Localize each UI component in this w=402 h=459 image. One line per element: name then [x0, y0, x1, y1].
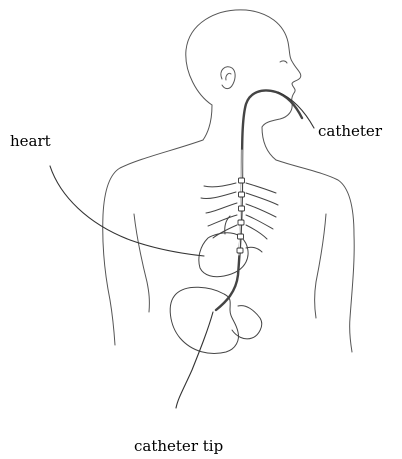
rib — [201, 192, 236, 199]
rib — [246, 193, 278, 205]
head-outline — [186, 10, 301, 127]
duodenum — [232, 306, 262, 339]
electrode — [239, 178, 245, 183]
left-shoulder — [103, 140, 203, 345]
electrode — [238, 220, 244, 225]
body-outline — [103, 10, 354, 352]
catheter-tube — [216, 91, 302, 311]
electrode — [238, 234, 244, 239]
catheter-line — [216, 91, 302, 311]
catheter-tip-leader-line — [176, 312, 213, 408]
ear — [221, 67, 235, 89]
electrode — [237, 248, 243, 253]
stomach-organ — [170, 287, 261, 353]
electrode — [239, 206, 245, 211]
catheter-label: catheter — [318, 122, 383, 140]
heart-label: heart — [10, 132, 51, 150]
rib — [208, 215, 237, 226]
rib — [204, 183, 236, 187]
jaw-line — [203, 105, 212, 140]
rib — [246, 183, 276, 193]
neck-front — [262, 127, 276, 160]
leader-lines — [50, 92, 314, 408]
left-arm-inner — [134, 214, 149, 312]
heart-organ — [199, 216, 262, 277]
ear-inner — [226, 73, 231, 80]
rib — [246, 204, 276, 217]
right-shoulder — [276, 160, 354, 352]
face-detail — [280, 61, 287, 63]
catheter-tip-label: catheter tip — [134, 437, 223, 455]
right-arm-inner — [315, 214, 327, 318]
rib — [246, 225, 267, 239]
rib — [206, 203, 237, 213]
electrode — [239, 192, 245, 197]
heart-leader-line — [50, 166, 204, 256]
